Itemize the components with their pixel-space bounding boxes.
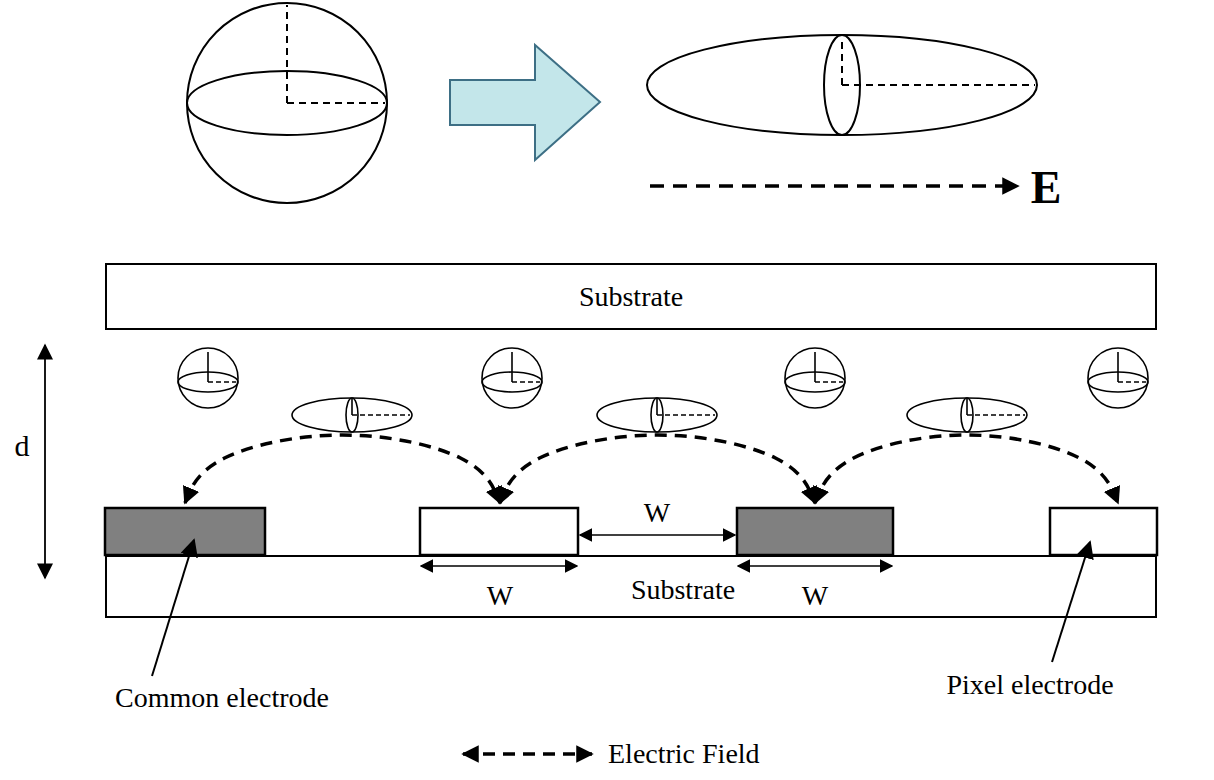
width-dimension-arrow: [421, 565, 577, 567]
legend-sample: [455, 739, 600, 769]
part-name: Pixel electrode: [946, 670, 1113, 701]
isotropic-sphere: [187, 3, 387, 203]
width-dimension-arrow: [738, 565, 892, 567]
isotropic-sphere: [785, 348, 845, 408]
transition-arrow: [450, 45, 600, 160]
isotropic-sphere: [178, 348, 238, 408]
layer-label: Substrate: [579, 281, 683, 313]
substrate-layer: Substrate: [105, 263, 1157, 330]
part-name: Common electrode: [115, 683, 329, 714]
leader-line: [152, 540, 194, 676]
isotropic-sphere: [1088, 348, 1148, 408]
dimension-label: W: [487, 581, 513, 612]
layer-label: Substrate: [631, 574, 735, 606]
substrate-layer: Substrate: [105, 555, 1157, 618]
legend-text: Electric Field: [608, 738, 760, 770]
common-electrode: [105, 508, 265, 555]
deformed-ellipsoid: [292, 398, 412, 432]
field-line: [815, 435, 1118, 503]
pixel-electrode: [420, 508, 578, 555]
dimension-label: W: [644, 498, 670, 529]
field-line: [500, 435, 815, 503]
gap-dimension-arrow: [44, 345, 46, 578]
field-direction-arrow: [650, 184, 1018, 188]
deformed-ellipsoid: [907, 398, 1027, 432]
field-symbol: E: [1031, 163, 1062, 214]
pixel-electrode: [1050, 508, 1157, 555]
common-electrode: [737, 508, 893, 555]
dimension-label: d: [15, 429, 30, 462]
legend-entry: Electric Field: [455, 738, 760, 770]
width-dimension-arrow: [580, 534, 735, 536]
dimension-label: W: [802, 581, 828, 612]
deformed-ellipsoid: [647, 35, 1037, 135]
deformed-ellipsoid: [597, 398, 717, 432]
isotropic-sphere: [482, 348, 542, 408]
field-line: [185, 435, 500, 503]
leader-line: [1052, 542, 1090, 662]
